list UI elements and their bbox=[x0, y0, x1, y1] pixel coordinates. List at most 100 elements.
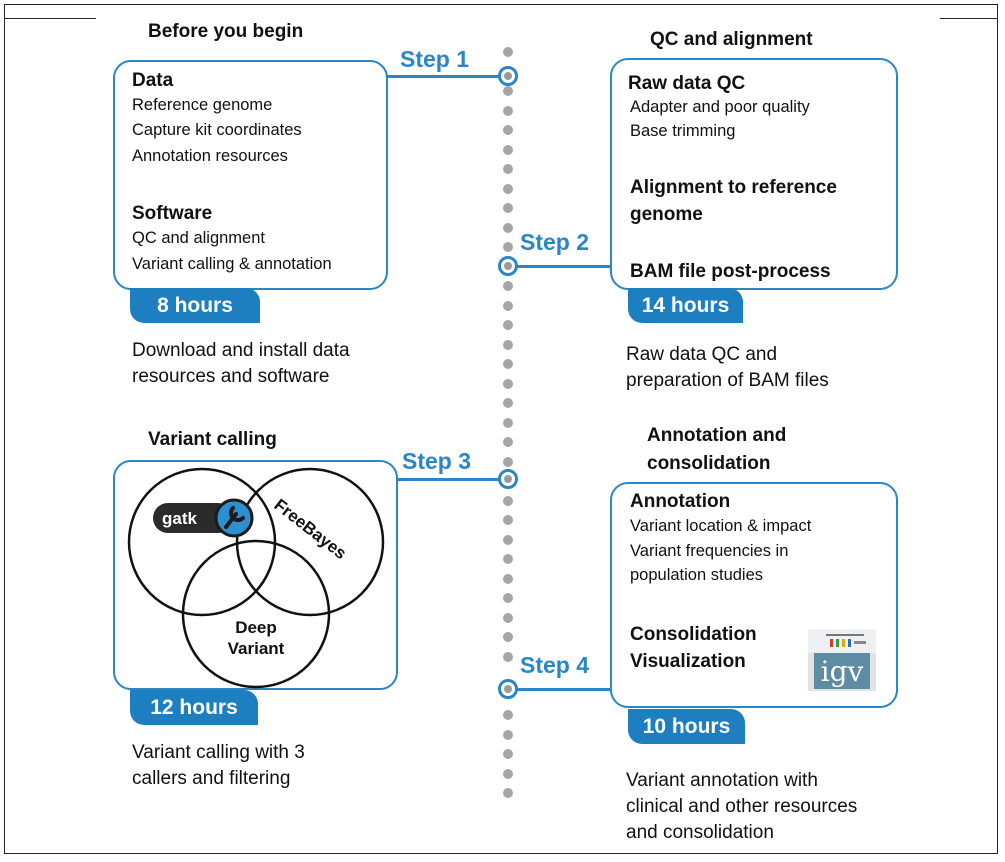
top-rule-right bbox=[940, 18, 998, 19]
timeline-dot bbox=[503, 573, 513, 584]
qc-description: Raw data QC and bbox=[626, 344, 778, 365]
step1-label: Step 1 bbox=[400, 46, 470, 72]
timeline-dot bbox=[503, 378, 513, 389]
timeline-dot bbox=[503, 242, 513, 252]
annotation-description: Variant annotation with bbox=[626, 770, 818, 791]
data-heading: Data bbox=[132, 70, 174, 91]
software-item: QC and alignment bbox=[132, 229, 265, 247]
timeline-dot bbox=[503, 125, 513, 135]
timeline-dot bbox=[503, 320, 513, 330]
data-item: Reference genome bbox=[132, 96, 273, 114]
timeline-dot bbox=[503, 593, 513, 603]
timeline-dot bbox=[503, 222, 513, 233]
rawqc-item: Base trimming bbox=[630, 122, 736, 140]
timeline-dot bbox=[503, 203, 513, 213]
visualization-heading: Visualization bbox=[630, 651, 746, 672]
deepvariant-circle bbox=[181, 539, 331, 689]
consolidation-heading: Consolidation bbox=[630, 624, 757, 645]
timeline-dot bbox=[503, 417, 513, 428]
software-heading: Software bbox=[132, 203, 213, 224]
calling-title: Variant calling bbox=[148, 429, 277, 450]
freebayes-label: FreeBayes bbox=[271, 495, 350, 563]
step4-node bbox=[498, 679, 518, 699]
qc-title: QC and alignment bbox=[650, 29, 813, 50]
calling-description: Variant calling with 3 bbox=[132, 742, 305, 763]
calling-box bbox=[113, 460, 398, 690]
timeline-dot bbox=[503, 632, 513, 642]
duration-badge: 10 hours bbox=[628, 709, 745, 744]
freebayes-circle bbox=[235, 467, 385, 617]
gatk-logo-pill bbox=[153, 503, 233, 533]
timeline-dot bbox=[503, 359, 513, 369]
annotation-title: Annotation and bbox=[647, 425, 787, 446]
step3-connector bbox=[398, 478, 508, 481]
timeline-dot bbox=[503, 495, 513, 506]
annotation-item: population studies bbox=[630, 566, 764, 584]
timeline-dot bbox=[503, 749, 513, 759]
timeline-dot bbox=[503, 456, 513, 467]
timeline-dot bbox=[503, 86, 513, 96]
annotation-item: Variant location & impact bbox=[630, 517, 812, 535]
gatk-label: gatk bbox=[162, 509, 198, 528]
software-item: Variant calling & annotation bbox=[132, 255, 332, 273]
step1-connector bbox=[386, 75, 508, 78]
timeline-dot bbox=[503, 437, 513, 447]
svg-text:igv: igv bbox=[821, 655, 864, 688]
bam-heading: BAM file post-process bbox=[630, 261, 831, 282]
timeline-dot bbox=[503, 105, 513, 116]
timeline-dot bbox=[503, 515, 513, 525]
wrench-icon bbox=[224, 506, 245, 529]
before-box bbox=[113, 60, 388, 290]
timeline-dot bbox=[503, 788, 513, 798]
step4-connector bbox=[508, 688, 610, 691]
rawqc-heading: Raw data QC bbox=[628, 73, 746, 94]
timeline-dot bbox=[503, 554, 513, 564]
alignment-heading: Alignment to reference bbox=[630, 177, 837, 198]
timeline-dot bbox=[503, 164, 513, 174]
step2-connector bbox=[508, 265, 610, 268]
timeline-dot bbox=[503, 183, 513, 194]
rawqc-item: Adapter and poor quality bbox=[630, 98, 810, 116]
gatk-circle bbox=[127, 467, 277, 617]
timeline-dot bbox=[503, 300, 513, 311]
deepvariant-label: Variant bbox=[228, 639, 285, 658]
timeline-dot bbox=[503, 534, 513, 545]
duration-badge: 14 hours bbox=[628, 288, 743, 323]
qc-description: preparation of BAM files bbox=[626, 370, 829, 391]
timeline-dot bbox=[503, 768, 513, 779]
figure-frame bbox=[4, 4, 998, 854]
annotation-title: consolidation bbox=[647, 453, 771, 474]
duration-badge: 12 hours bbox=[130, 690, 258, 725]
data-item: Annotation resources bbox=[132, 147, 288, 165]
alignment-heading: genome bbox=[630, 204, 703, 225]
before-description: Download and install data bbox=[132, 340, 350, 361]
timeline-dot bbox=[503, 144, 513, 155]
timeline-dot bbox=[503, 47, 513, 57]
qc-box bbox=[610, 58, 898, 290]
annotation-heading: Annotation bbox=[630, 491, 731, 512]
timeline-dot bbox=[503, 281, 513, 291]
data-item: Capture kit coordinates bbox=[132, 121, 302, 139]
annotation-item: Variant frequencies in bbox=[630, 542, 789, 560]
igv-logo-icon: igv bbox=[808, 629, 876, 691]
annotation-description: and consolidation bbox=[626, 822, 774, 843]
timeline-dot bbox=[503, 651, 513, 662]
top-rule-left bbox=[4, 18, 96, 19]
duration-badge: 8 hours bbox=[130, 288, 260, 323]
timeline-dot bbox=[503, 339, 513, 350]
deepvariant-label: Deep bbox=[235, 618, 277, 637]
calling-description: callers and filtering bbox=[132, 768, 291, 789]
step4-label: Step 4 bbox=[520, 652, 590, 678]
step2-node bbox=[498, 256, 518, 276]
timeline-dot bbox=[503, 398, 513, 408]
timeline-dot bbox=[503, 710, 513, 720]
step3-label: Step 3 bbox=[402, 448, 472, 474]
step2-label: Step 2 bbox=[520, 229, 590, 255]
timeline-dot bbox=[503, 729, 513, 740]
annotation-description: clinical and other resources bbox=[626, 796, 858, 817]
step1-node bbox=[498, 66, 518, 86]
timeline-dot bbox=[503, 612, 513, 623]
step3-node bbox=[498, 469, 518, 489]
before-description: resources and software bbox=[132, 366, 330, 387]
